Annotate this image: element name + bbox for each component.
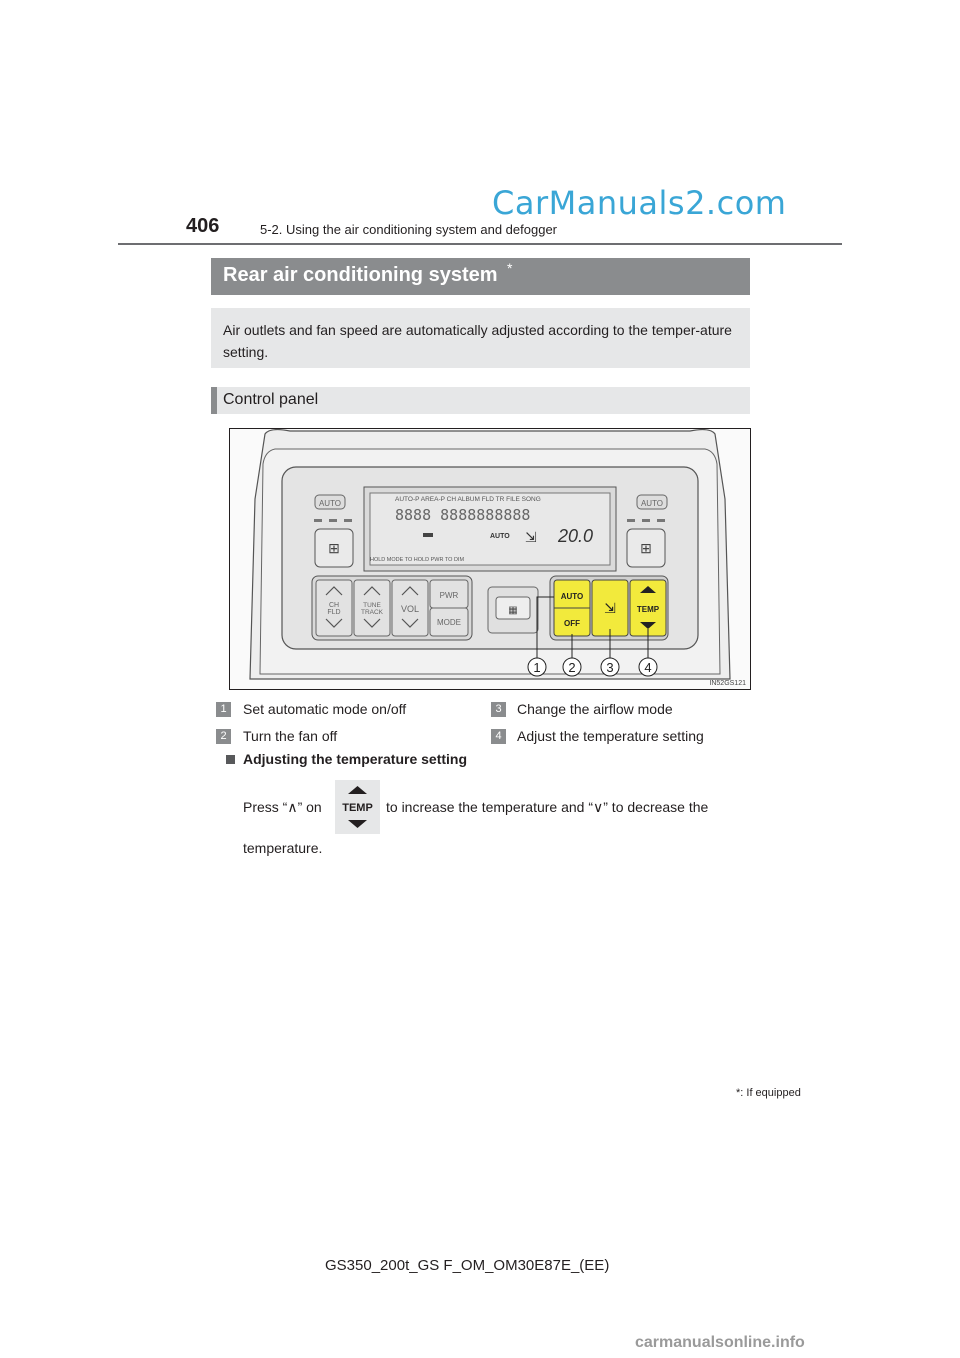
- track-label: TRACK: [361, 609, 384, 616]
- temp-icon-label: TEMP: [342, 802, 373, 814]
- svg-text:⇲: ⇲: [604, 600, 616, 616]
- legend-text-3: Change the airflow mode: [517, 701, 673, 717]
- legend-text-1: Set automatic mode on/off: [243, 701, 407, 717]
- temp-section-title: Adjusting the temperature setting: [243, 751, 468, 767]
- temp-section-heading: Adjusting the temperature setting: [226, 751, 467, 767]
- svg-text:⇲: ⇲: [525, 529, 537, 545]
- callout-1: 1: [533, 660, 540, 675]
- bullet-square-icon: [226, 755, 235, 764]
- page-number: 406: [186, 215, 220, 237]
- legend-num-3: 3: [491, 702, 506, 717]
- svg-text:▦: ▦: [508, 605, 517, 616]
- mode-label: MODE: [437, 618, 461, 627]
- callout-3: 3: [606, 660, 613, 675]
- legend-num-4: 4: [491, 729, 506, 744]
- press-text-b: to increase the temperature and “∨” to d…: [386, 799, 709, 815]
- watermark-top: CarManuals2.com: [492, 184, 787, 222]
- right-auto-label: AUTO: [641, 499, 663, 508]
- intro-box: Air outlets and fan speed are automatica…: [211, 308, 750, 368]
- temp-button-label: TEMP: [637, 605, 660, 614]
- display-auto-label: AUTO: [490, 533, 510, 540]
- legend-num-1: 1: [216, 702, 231, 717]
- watermark-bottom: carmanualsonline.info: [635, 1334, 805, 1351]
- subheading-title: Control panel: [223, 391, 319, 408]
- heading-marker: *: [507, 260, 513, 276]
- header-rule: [118, 243, 842, 245]
- pwr-label: PWR: [440, 591, 459, 600]
- svg-text:⊞: ⊞: [328, 540, 340, 556]
- footer-model-code: GS350_200t_GS F_OM_OM30E87E_(EE): [325, 1257, 610, 1274]
- off-button-label: OFF: [564, 619, 580, 628]
- legend-text-2: Turn the fan off: [243, 728, 338, 744]
- callout-2: 2: [568, 660, 575, 675]
- legend-num-2: 2: [216, 729, 231, 744]
- footnote: *: If equipped: [736, 1087, 801, 1099]
- auto-button-label: AUTO: [561, 592, 584, 601]
- fld-label: FLD: [327, 609, 340, 616]
- section-title: 5-2. Using the air conditioning system a…: [260, 222, 558, 237]
- heading-title: Rear air conditioning system: [223, 264, 498, 286]
- intro-text: Air outlets and fan speed are automatica…: [223, 322, 732, 360]
- display-top-label: AUTO-P AREA-P CH ALBUM FLD TR FILE SONG: [395, 496, 541, 503]
- press-text-a: Press “∧” on: [243, 799, 322, 815]
- svg-text:⊞: ⊞: [640, 540, 652, 556]
- figure-code: IN52GS121: [709, 680, 746, 687]
- subheading-bar: Control panel: [211, 387, 750, 414]
- control-panel-illustration: AUTO ⊞ AUTO ⊞ AUTO-P AREA-P CH ALBUM FLD…: [249, 428, 746, 687]
- callout-4: 4: [644, 660, 651, 675]
- legend-text-4: Adjust the temperature setting: [517, 728, 704, 744]
- svg-text:8888 8888888888: 8888 8888888888: [395, 506, 530, 524]
- display-bottom-label: HOLD MODE TO HOLD PWR TO DIM: [370, 557, 464, 563]
- temp-button-icon: TEMP: [335, 780, 380, 834]
- tune-label: TUNE: [363, 602, 381, 609]
- press-text-c: temperature.: [243, 840, 323, 856]
- control-panel-figure: AUTO ⊞ AUTO ⊞ AUTO-P AREA-P CH ALBUM FLD…: [229, 428, 751, 690]
- vol-label: VOL: [401, 604, 419, 614]
- heading-bar: Rear air conditioning system *: [211, 258, 750, 295]
- ch-label: CH: [329, 602, 339, 609]
- display-temp: 20.0: [557, 526, 593, 546]
- left-auto-label: AUTO: [319, 499, 341, 508]
